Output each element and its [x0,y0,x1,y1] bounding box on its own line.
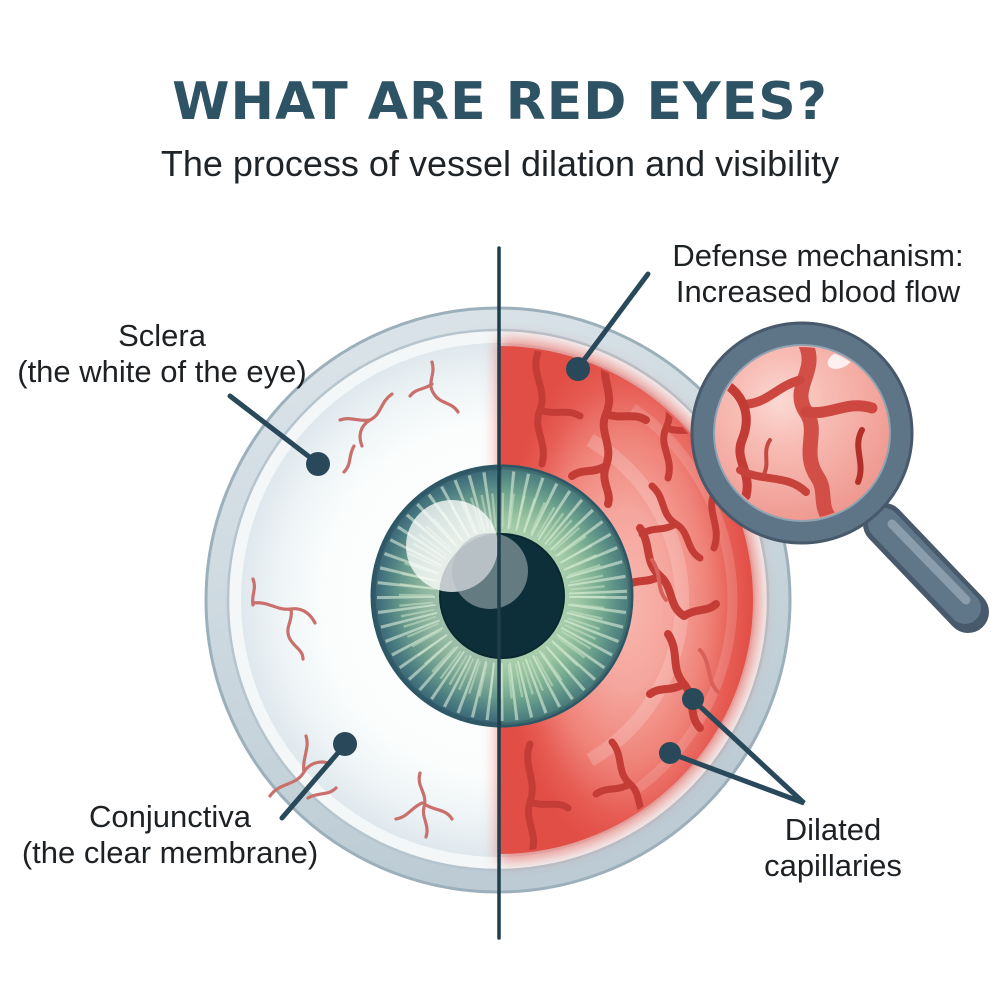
leader-line-sclera [227,393,319,465]
label-conjunctiva-line2: (the clear membrane) [21,835,319,870]
label-dilated-line2: capillaries [764,848,902,883]
label-sclera-line1: Sclera [118,318,206,353]
magnifier-handle [851,497,989,633]
label-defense: Defense mechanism: Increased blood flow [672,238,963,310]
leader-line-defense [575,271,651,371]
label-defense-line1: Defense mechanism: [672,238,964,273]
label-defense-line2: Increased blood flow [675,274,961,309]
label-sclera: Sclera (the white of the eye) [17,318,307,390]
pointer-dot-dilated-2 [659,742,681,764]
leader-line-conjunctiva [279,744,346,821]
iris [370,464,634,728]
label-dilated: Dilated capillaries [764,812,902,884]
pointer-dot-dilated-1 [682,688,704,710]
label-conjunctiva-line1: Conjunctiva [89,799,251,834]
annotation-pointers [227,271,806,821]
pointer-dot-conjunctiva [333,732,357,756]
magnifier-icon [690,321,989,633]
label-dilated-line1: Dilated [784,812,882,847]
label-conjunctiva: Conjunctiva (the clear membrane) [22,799,318,871]
leader-line-dilated [667,697,806,806]
iris-highlight [406,500,528,609]
pointer-dot-defense [566,357,590,381]
label-sclera-line2: (the white of the eye) [17,354,307,389]
magnified-vessels [717,347,888,519]
pointer-dot-sclera [306,452,330,476]
page-subtitle: The process of vessel dilation and visib… [160,143,840,184]
page-title: WHAT ARE RED EYES? [172,72,828,132]
